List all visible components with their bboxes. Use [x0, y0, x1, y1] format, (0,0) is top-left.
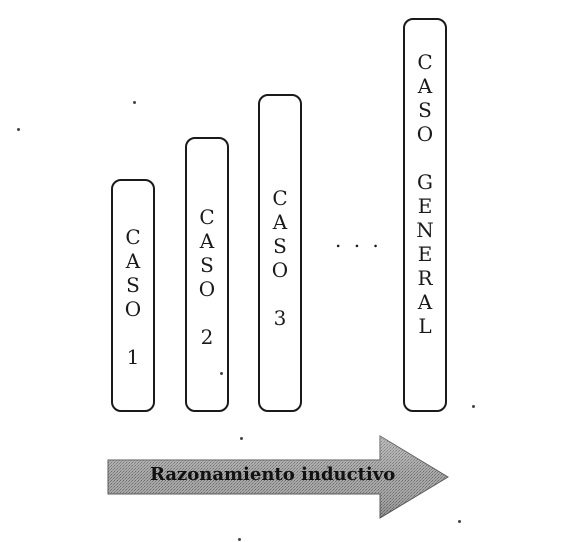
scan-speck [220, 372, 223, 375]
scan-speck [17, 128, 20, 131]
case-1-label: C A S O 1 [124, 225, 142, 369]
case-2-label: C A S O 2 [198, 205, 216, 349]
scan-speck [458, 520, 461, 523]
general-case-bar: C A S O G E N E R A L [403, 18, 447, 412]
scan-speck [240, 437, 243, 440]
case-3-bar: C A S O 3 [258, 94, 302, 412]
general-case-label: C A S O G E N E R A L [416, 50, 434, 338]
case-3-label: C A S O 3 [271, 186, 289, 330]
scan-speck [238, 538, 241, 541]
arrow-label: Razonamiento inductivo [150, 464, 396, 485]
case-1-bar: C A S O 1 [111, 179, 155, 412]
scan-speck [133, 101, 136, 104]
case-2-bar: C A S O 2 [185, 137, 229, 412]
ellipsis: . . . [335, 228, 382, 252]
scan-speck [472, 405, 475, 408]
